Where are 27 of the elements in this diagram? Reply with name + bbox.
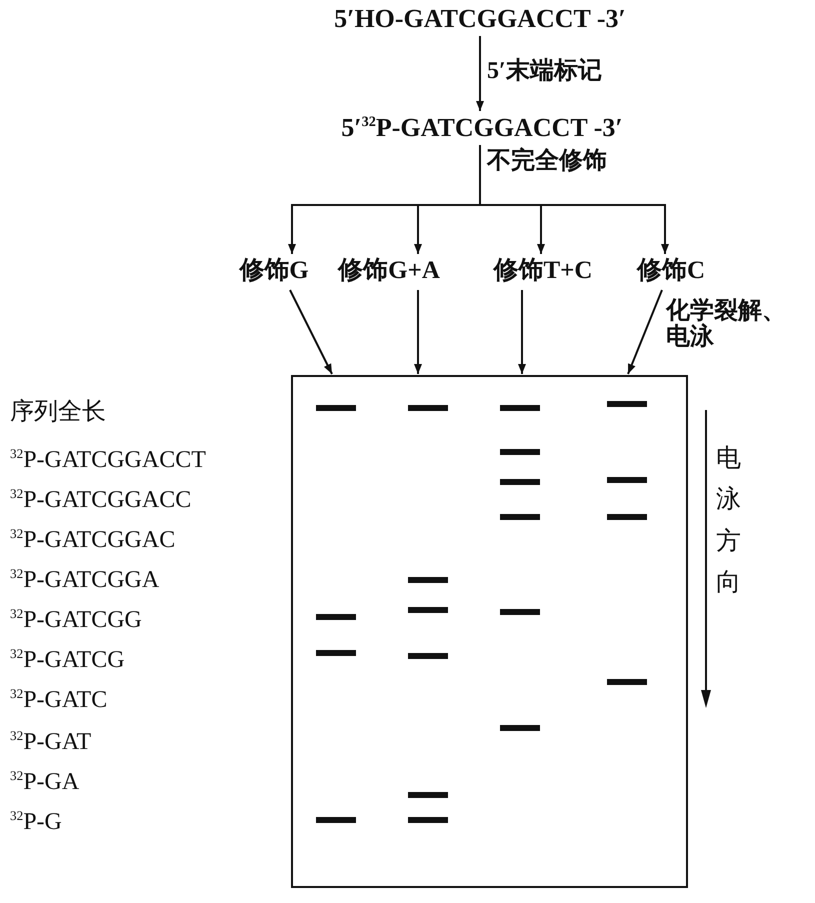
fragment-label: 序列全长: [10, 400, 106, 424]
fragment-label: $^{32}$P-GATCG: [10, 648, 125, 672]
reaction-label: 修饰C: [624, 256, 718, 286]
sequence-text: 5′$^{32}$P-GATCGGACCT -3′: [292, 113, 672, 143]
edge-label: 5′末端标记: [487, 58, 602, 84]
arrow: [414, 290, 422, 374]
fragment-label: $^{32}$P-GATC: [10, 688, 108, 712]
reaction-label: 修饰T+C: [476, 256, 610, 286]
fragment-label: $^{32}$P-G: [10, 810, 62, 834]
fragment-label: $^{32}$P-GATCGG: [10, 608, 142, 632]
fragment-label: $^{32}$P-GATCGGAC: [10, 528, 176, 552]
reaction-label: 修饰G: [226, 256, 322, 286]
sequence-text: 5′HO-GATCGGACCT -3′: [290, 4, 670, 34]
arrow: [479, 145, 669, 254]
fragment-label: $^{32}$P-GA: [10, 770, 80, 794]
edge-label: 不完全修饰: [487, 148, 607, 174]
arrow: [289, 290, 333, 374]
direction-label: 电泳方向: [716, 444, 741, 598]
reaction-label: 修饰G+A: [333, 256, 445, 286]
fragment-label: $^{32}$P-GATCGGACCT: [10, 448, 206, 472]
arrow: [627, 290, 663, 374]
arrow: [518, 290, 526, 374]
gel-drawing: [291, 375, 688, 888]
fragment-label: $^{32}$P-GATCGGACC: [10, 488, 192, 512]
fragment-label: $^{32}$P-GAT: [10, 730, 92, 754]
arrow: [476, 36, 484, 111]
fragment-label: $^{32}$P-GATCGGA: [10, 568, 160, 592]
